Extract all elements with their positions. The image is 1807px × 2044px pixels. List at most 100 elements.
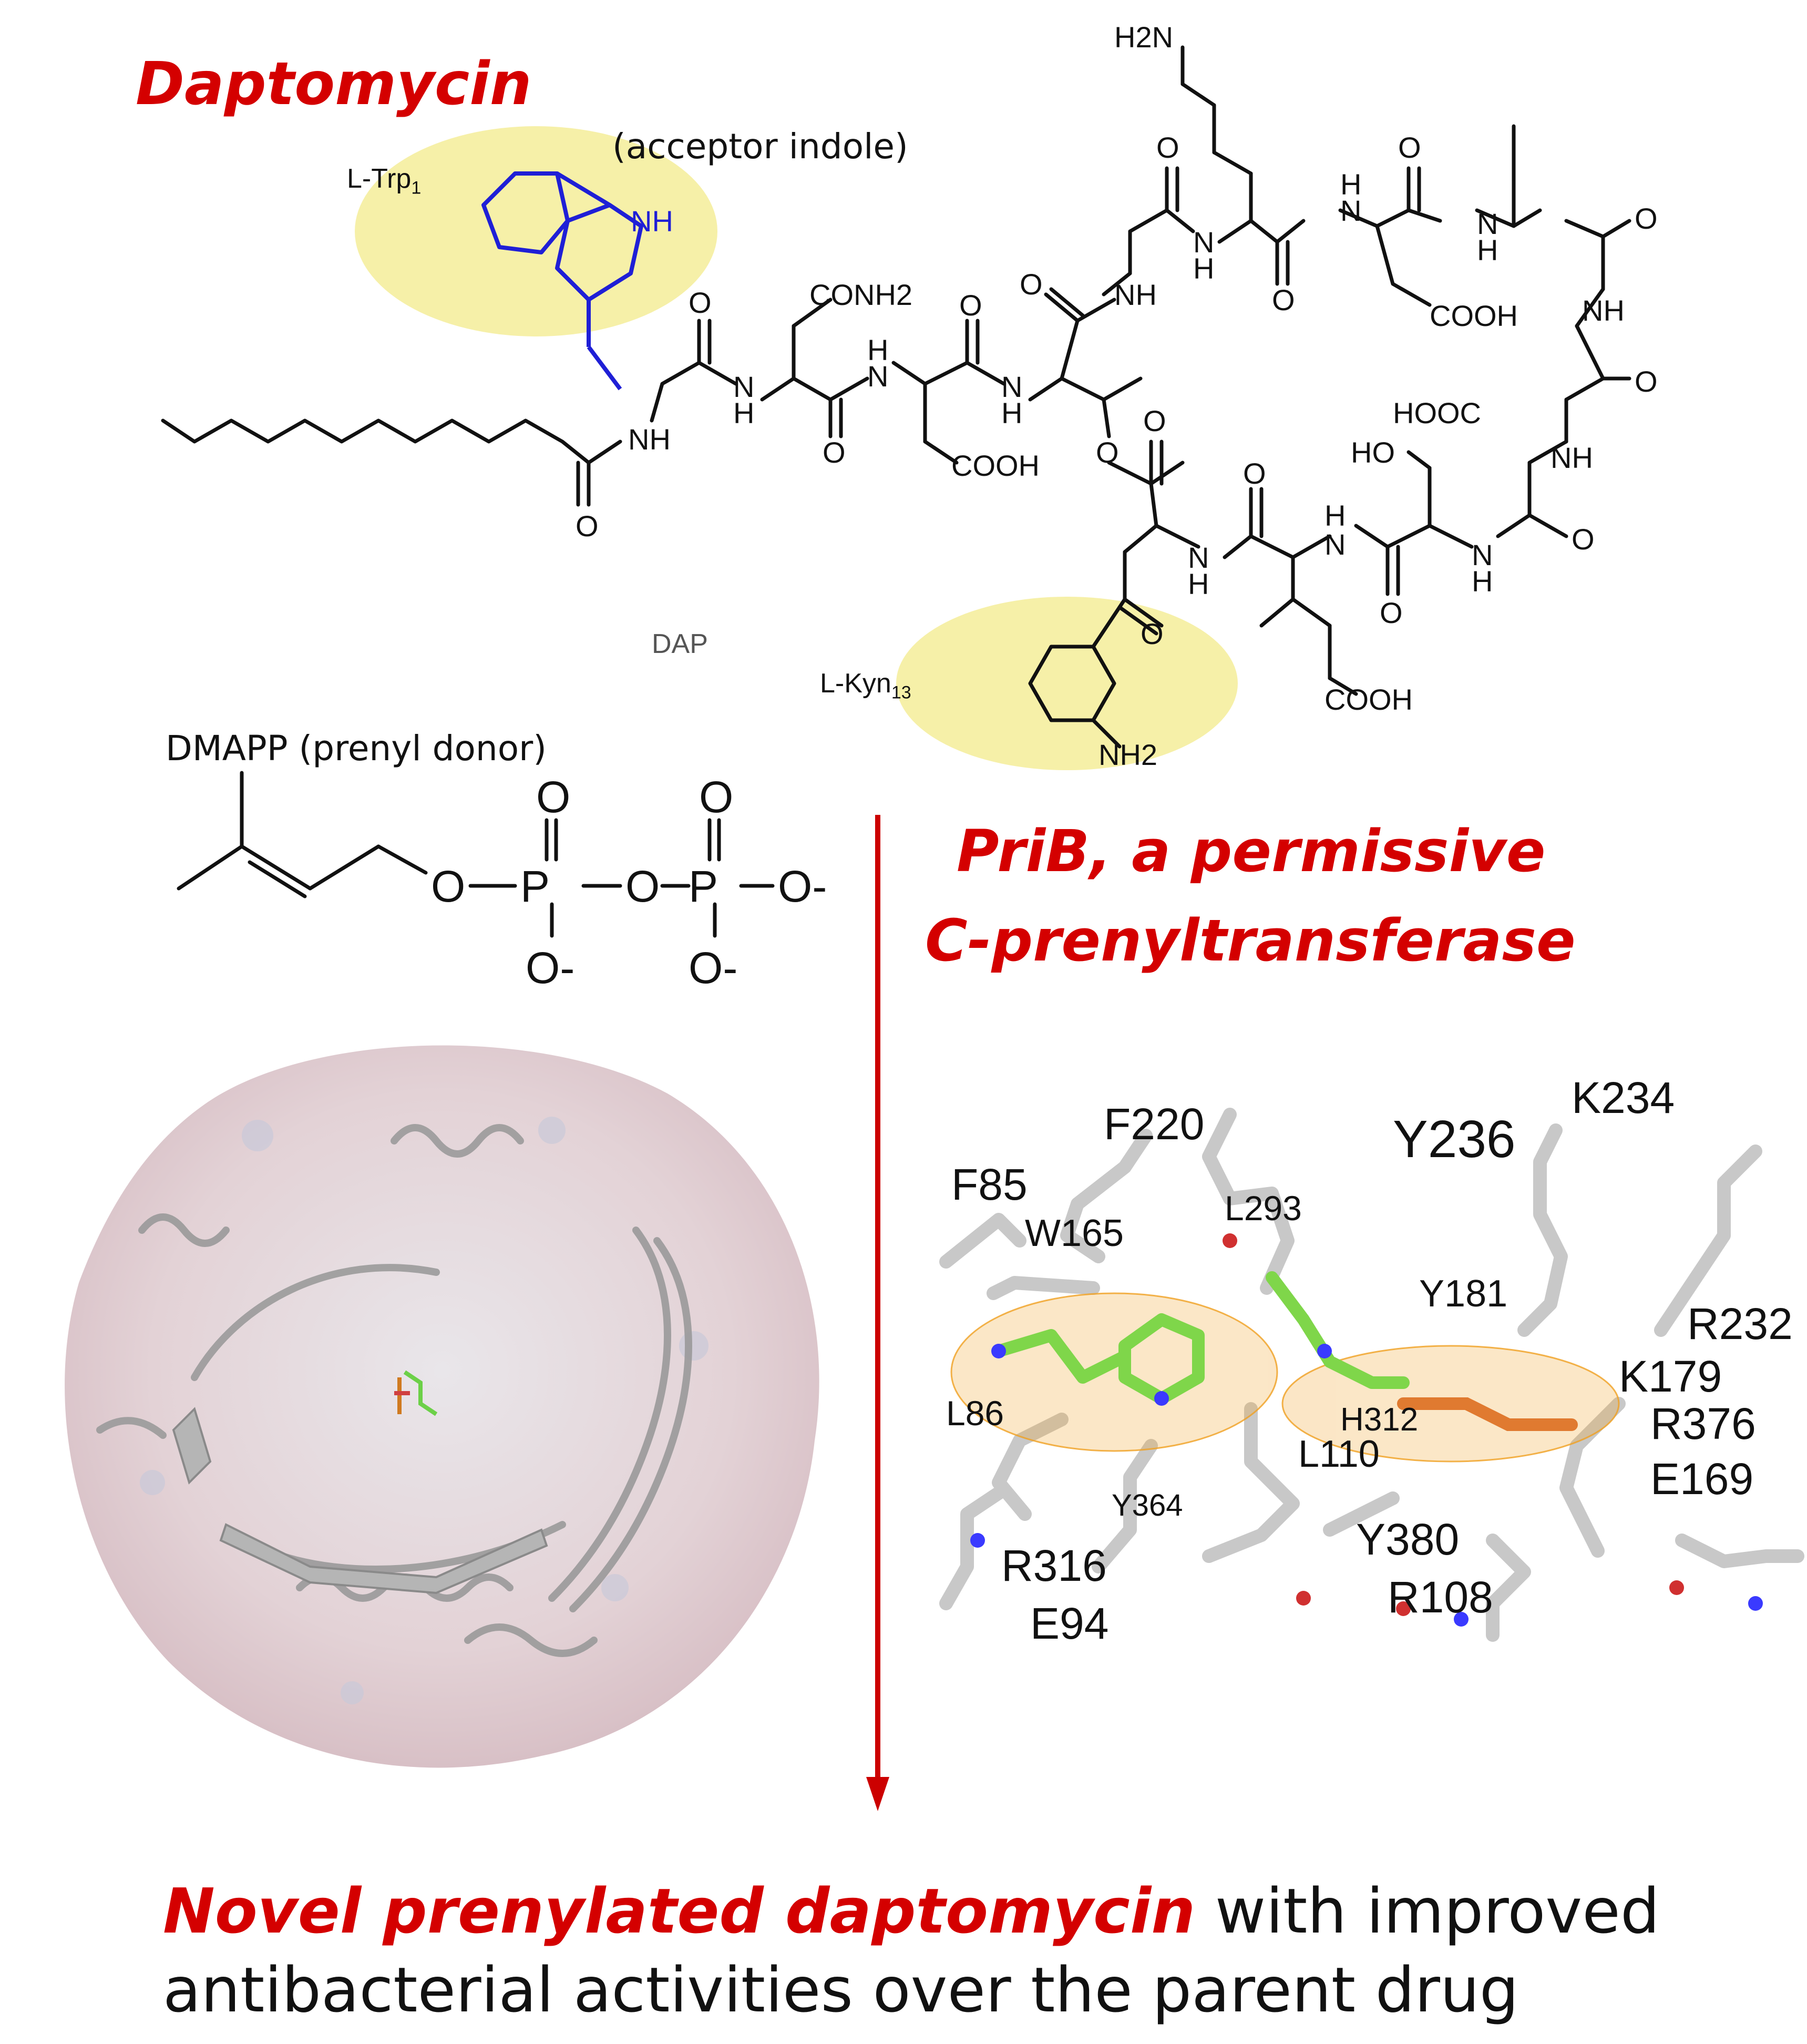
residue-f85: F85 — [951, 1160, 1028, 1209]
atom-o: O — [1398, 131, 1421, 164]
atom-n: N — [1325, 528, 1346, 561]
residue-e169: E169 — [1650, 1454, 1754, 1504]
trp-label: L-Trp1 — [347, 163, 421, 198]
atom-n: N — [1477, 207, 1498, 240]
dmapp-o5: O — [699, 772, 733, 822]
dmapp-p2: P — [689, 862, 718, 911]
atom-o: O — [1143, 404, 1166, 437]
kyn-label-sub: 13 — [891, 682, 911, 703]
atom-o: O — [1635, 365, 1658, 398]
atom-o: O — [823, 436, 846, 469]
atom-nh: NH — [628, 423, 671, 456]
dmapp-o1: O — [431, 862, 465, 911]
dmapp-p1: P — [520, 862, 550, 911]
dap-label: DAP — [652, 629, 708, 659]
decanoyl-chain — [161, 418, 591, 465]
atom-ho: HO — [1351, 436, 1395, 469]
atom-n: N — [1193, 226, 1214, 259]
atom-cooh: COOH — [1325, 683, 1413, 716]
residue-h312: H312 — [1340, 1402, 1419, 1438]
residue-w165: W165 — [1025, 1212, 1124, 1254]
atom-conh2: CONH2 — [809, 278, 912, 311]
atom-cooh: COOH — [1430, 299, 1518, 332]
atom-n: N — [867, 360, 888, 393]
atom-nh: NH — [1114, 278, 1157, 311]
atom-o: O — [1635, 202, 1658, 235]
residue-y181: Y181 — [1419, 1273, 1508, 1315]
atom-o: O — [1272, 283, 1295, 316]
residue-l110: L110 — [1298, 1433, 1380, 1475]
atom-nh2: NH2 — [1098, 738, 1157, 771]
atom-n: N — [1188, 541, 1209, 574]
conclusion-highlight: Novel prenylated daptomycin — [163, 1875, 1196, 1947]
atom-h: H — [1193, 252, 1214, 285]
residue-r316: R316 — [1001, 1541, 1107, 1590]
atom-o: O — [1020, 268, 1043, 301]
page-title: Daptomycin — [136, 50, 532, 118]
dmapp-structure: O O P O- O O P O- O- — [177, 771, 827, 993]
atom-o: O — [689, 286, 712, 319]
atom-hooc: HOOC — [1393, 396, 1481, 430]
residue-y380: Y380 — [1356, 1515, 1460, 1564]
atom-cooh: COOH — [951, 449, 1040, 482]
atom-h: H — [1340, 168, 1361, 201]
atom-o: O — [1141, 617, 1164, 650]
atom-o: O — [1572, 523, 1595, 556]
enzyme-title-line1: PriB, a permissive — [957, 817, 1546, 885]
protein-structure — [65, 1045, 819, 1768]
atom-h2n: H2N — [1114, 21, 1173, 54]
atom-h: H — [867, 333, 888, 366]
conclusion-line2: antibacterial activities over the parent… — [163, 1954, 1519, 2026]
atom-h: H — [1188, 567, 1209, 600]
atom-n: N — [1001, 370, 1022, 403]
vertical-arrow — [866, 815, 889, 1811]
conclusion-rest: with improved — [1195, 1875, 1660, 1947]
atom-h: H — [1001, 396, 1022, 430]
daptomycin-structure: NH N H CONH2 H N COOH N H NH O N H N H C… — [161, 21, 1658, 771]
dmapp-label: DMAPP (prenyl donor) — [166, 728, 547, 769]
atom-h: H — [733, 396, 754, 430]
trp-highlight — [355, 126, 717, 336]
active-site — [939, 1108, 1804, 1642]
residue-r108: R108 — [1388, 1572, 1493, 1622]
residue-y236: Y236 — [1393, 1110, 1516, 1169]
atom-n: N — [733, 370, 754, 403]
trp-label-text: L-Trp — [347, 163, 412, 194]
dmapp-o7: O- — [778, 862, 827, 911]
kyn-label-text: L-Kyn — [820, 668, 891, 699]
residue-k234: K234 — [1572, 1073, 1675, 1122]
residue-y364: Y364 — [1112, 1488, 1183, 1522]
residue-e94: E94 — [1030, 1599, 1109, 1648]
residue-r376: R376 — [1650, 1399, 1756, 1448]
atom-nh: NH — [1551, 441, 1593, 474]
residue-f220: F220 — [1104, 1099, 1205, 1149]
atom-o: O — [576, 509, 599, 543]
conclusion-text: Novel prenylated daptomycin with improve… — [163, 1872, 1792, 2029]
atom-h: H — [1472, 565, 1493, 598]
atom-h: H — [1325, 499, 1346, 532]
atom-o: O — [1156, 131, 1179, 164]
trp-label-sub: 1 — [411, 178, 422, 198]
acceptor-indole-label: (acceptor indole) — [612, 126, 908, 167]
residue-l86: L86 — [946, 1394, 1004, 1433]
kyn-highlight — [896, 597, 1238, 770]
conclusion-line1: Novel prenylated daptomycin with improve… — [163, 1872, 1792, 1950]
atom-n: N — [1472, 538, 1493, 571]
dmapp-o4: O — [625, 862, 660, 911]
atom-h: H — [1477, 233, 1498, 267]
atom-nh: NH — [1582, 294, 1625, 327]
atom-nh-indole: NH — [631, 205, 673, 238]
residue-l293: L293 — [1225, 1189, 1302, 1228]
residue-r232: R232 — [1687, 1299, 1793, 1348]
residue-k179: K179 — [1619, 1352, 1722, 1401]
dmapp-o3: O- — [526, 943, 574, 993]
kyn-label: L-Kyn13 — [820, 668, 911, 703]
atom-o: O — [1096, 436, 1119, 469]
atom-n: N — [1340, 194, 1361, 227]
atom-o: O — [1243, 457, 1266, 490]
atom-o: O — [959, 289, 982, 322]
dmapp-o2: O — [536, 772, 570, 822]
dmapp-o6: O- — [689, 943, 737, 993]
enzyme-title-line2: C-prenyltransferase — [925, 907, 1576, 974]
atom-o: O — [1380, 596, 1403, 629]
